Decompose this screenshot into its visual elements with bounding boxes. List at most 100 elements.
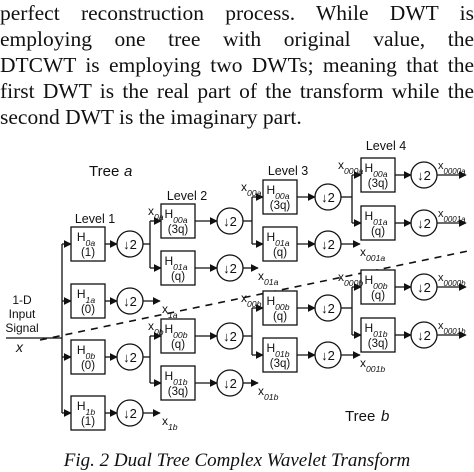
paragraph-line: employing one tree with original value, … bbox=[0, 27, 474, 51]
downsample-l2-0 bbox=[216, 207, 244, 235]
downsample-l3-2-label: ↓2 bbox=[321, 301, 335, 316]
filter-h1b_l1 bbox=[70, 395, 106, 431]
level-1-label: Level 1 bbox=[75, 212, 115, 226]
downsample-l2-0-label: ↓2 bbox=[223, 214, 237, 229]
filter-h01a_l2-label: H01a bbox=[164, 254, 187, 272]
downsample-l4-3-label: ↓2 bbox=[417, 328, 431, 343]
tree-b-label: Tree bbox=[345, 408, 375, 425]
signal-x0a: x0a bbox=[148, 204, 164, 222]
downsample-l1-0 bbox=[116, 230, 144, 258]
filter-h0b_l1 bbox=[70, 339, 106, 375]
downsample-l2-3 bbox=[216, 369, 244, 397]
signal-x001b: x001b bbox=[360, 356, 385, 374]
filter-h00b_l2-arg: (q) bbox=[171, 339, 185, 351]
downsample-l2-1 bbox=[216, 254, 244, 282]
downsample-l2-2 bbox=[216, 322, 244, 350]
signal-x000b: x000b bbox=[338, 270, 363, 288]
filter-h00b_l4-label: H00b bbox=[364, 273, 387, 291]
filter-h00a_l2 bbox=[160, 203, 196, 239]
signal-x000a: x000a bbox=[338, 158, 363, 176]
downsample-l1-3-label: ↓2 bbox=[123, 406, 137, 421]
level-3-label: Level 3 bbox=[268, 164, 308, 178]
tree-b-var: b bbox=[381, 408, 389, 425]
figure-caption: Fig. 2 Dual Tree Complex Wavelet Transfo… bbox=[63, 450, 411, 471]
filter-h01a_l3 bbox=[262, 226, 298, 262]
filter-h01a_l4-arg: (q) bbox=[371, 226, 385, 238]
downsample-l1-1-label: ↓2 bbox=[123, 294, 137, 309]
input-x-label: x bbox=[15, 339, 24, 355]
filter-h01a_l4-label: H01a bbox=[364, 209, 387, 227]
filter-h01b_l4 bbox=[360, 317, 396, 353]
filter-h01b_l2-label: H01b bbox=[164, 369, 187, 387]
filter-h00b_l4 bbox=[360, 269, 396, 305]
downsample-l4-0 bbox=[410, 161, 438, 189]
downsample-l4-2-label: ↓2 bbox=[417, 280, 431, 295]
downsample-l4-0-label: ↓2 bbox=[417, 168, 431, 183]
paragraph-line: DTCWT is employing two DWTs; meaning tha… bbox=[0, 53, 474, 77]
filter-h00a_l2-arg: (3q) bbox=[168, 224, 189, 236]
filter-h1b_l1-label: H1b bbox=[77, 399, 95, 417]
filter-h00b_l2-label: H00b bbox=[164, 322, 187, 340]
signal-x01a: x01a bbox=[258, 269, 279, 287]
downsample-l3-3 bbox=[314, 341, 342, 369]
filter-h1b_l1-arg: (1) bbox=[81, 416, 95, 428]
downsample-l4-1 bbox=[410, 209, 438, 237]
tree-divider-line bbox=[39, 250, 469, 341]
input-label-1: 1-D bbox=[12, 293, 32, 307]
signal-x0001b: x0001b bbox=[438, 320, 466, 336]
downsample-l3-1 bbox=[314, 230, 342, 258]
filter-h0b_l1-label: H0b bbox=[77, 343, 95, 361]
downsample-l1-2 bbox=[116, 343, 144, 371]
paragraph-line: perfect reconstruction process. While DW… bbox=[0, 1, 474, 25]
tree-a-var: a bbox=[124, 163, 132, 180]
filter-h1a_l1-arg: (0) bbox=[81, 304, 95, 316]
filter-h00b_l3-arg: (q) bbox=[273, 311, 287, 323]
filter-h0a_l1-label: H0a bbox=[77, 230, 95, 248]
filter-h00b_l3 bbox=[262, 290, 298, 326]
paragraph-line: first DWT is the real part of the transf… bbox=[0, 79, 474, 103]
signal-x00a: x00a bbox=[241, 180, 262, 198]
filter-h0a_l1 bbox=[70, 226, 106, 262]
filter-h01b_l3 bbox=[262, 337, 298, 373]
input-label-2: Input bbox=[9, 307, 36, 321]
downsample-l3-3-label: ↓2 bbox=[321, 348, 335, 363]
filter-h01b_l2 bbox=[160, 365, 196, 401]
filter-h00b_l3-label: H00b bbox=[266, 294, 289, 312]
filter-h01b_l4-label: H01b bbox=[364, 321, 387, 339]
filter-h00b_l2 bbox=[160, 318, 196, 354]
filter-h01b_l3-arg: (3q) bbox=[270, 358, 291, 370]
filter-h1a_l1 bbox=[70, 283, 106, 319]
filter-h00a_l4-arg: (3q) bbox=[368, 178, 389, 190]
filter-h00a_l4 bbox=[360, 157, 396, 193]
downsample-l2-3-label: ↓2 bbox=[223, 376, 237, 391]
body-paragraph: perfect reconstruction process. While DW… bbox=[0, 0, 474, 130]
downsample-l4-2 bbox=[410, 273, 438, 301]
signal-x0000b: x0000b bbox=[438, 272, 466, 288]
signal-x01b: x01b bbox=[258, 384, 279, 402]
filter-h01b_l3-label: H01b bbox=[266, 341, 289, 359]
downsample-l2-2-label: ↓2 bbox=[223, 329, 237, 344]
downsample-l3-2 bbox=[314, 294, 342, 322]
tree-a-label: Tree bbox=[89, 163, 119, 180]
downsample-l1-3 bbox=[116, 399, 144, 427]
filter-h00a_l3-arg: (3q) bbox=[270, 200, 291, 212]
filter-h01a_l3-label: H01a bbox=[266, 230, 289, 248]
level-4-label: Level 4 bbox=[366, 139, 406, 153]
filter-h0a_l1-arg: (1) bbox=[81, 247, 95, 259]
filter-h00a_l3 bbox=[262, 179, 298, 215]
level-2-label: Level 2 bbox=[167, 189, 207, 203]
downsample-l2-1-label: ↓2 bbox=[223, 261, 237, 276]
filter-h01a_l3-arg: (q) bbox=[273, 247, 287, 259]
filter-h00a_l2-label: H00a bbox=[164, 207, 187, 225]
downsample-l4-3 bbox=[410, 321, 438, 349]
filter-h01a_l2-arg: (q) bbox=[171, 271, 185, 283]
paragraph-line: second DWT is the imaginary part. bbox=[0, 105, 302, 129]
signal-x0000a: x0000a bbox=[438, 160, 466, 176]
downsample-l3-1-label: ↓2 bbox=[321, 237, 335, 252]
downsample-l1-1 bbox=[116, 287, 144, 315]
filter-h01b_l2-arg: (3q) bbox=[168, 386, 189, 398]
signal-x1b: x1b bbox=[162, 414, 178, 432]
signal-x1a: x1a bbox=[162, 302, 178, 320]
signal-x0001a: x0001a bbox=[438, 208, 466, 224]
filter-h01b_l4-arg: (3q) bbox=[368, 338, 389, 350]
